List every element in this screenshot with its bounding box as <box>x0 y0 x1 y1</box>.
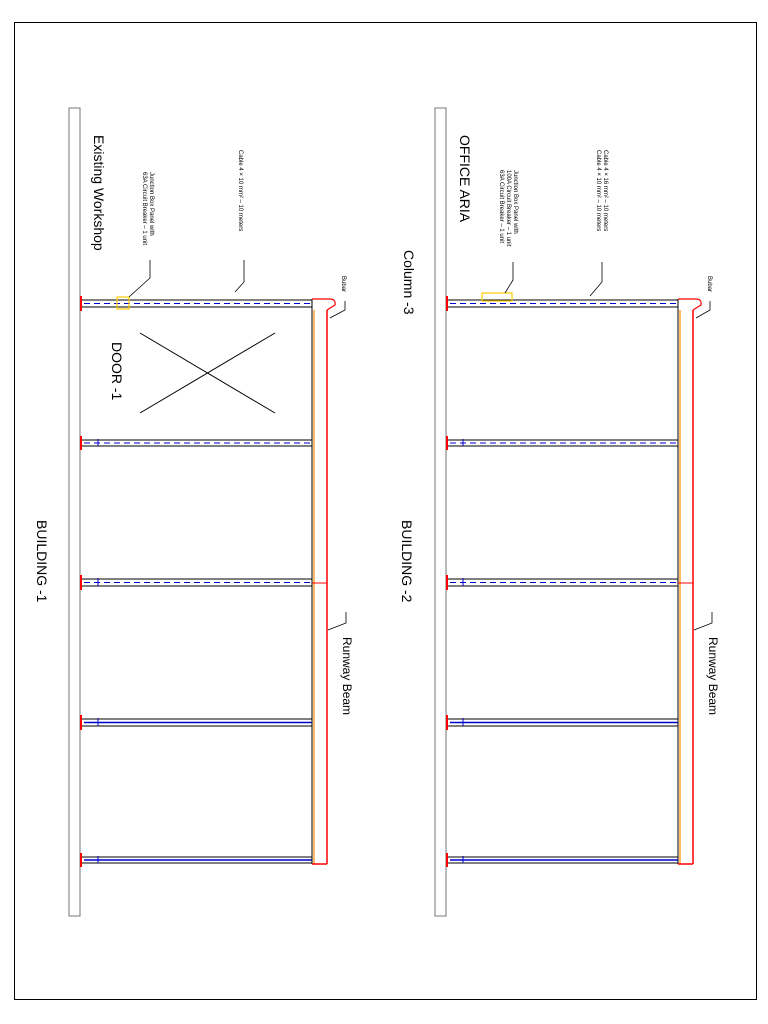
building-2-runway-label: Runway Beam <box>706 637 720 715</box>
building-1-jb-line-1: Junction Box Panel with <box>148 172 154 236</box>
building-2-column-1 <box>446 296 678 311</box>
building-2-column-2 <box>446 436 678 450</box>
building-2-column-4 <box>446 715 678 730</box>
building-1-column-1 <box>80 296 312 311</box>
building-1-name: BUILDING -1 <box>34 520 50 603</box>
building-1-door <box>139 332 276 414</box>
building-1-slab <box>68 107 81 917</box>
building-1-runway-label: Runway Beam <box>340 637 354 715</box>
building-2-jb-leader <box>504 262 514 294</box>
building-2-cable-note-1: Cable 4 × 16 mm² – 10 meters <box>602 150 608 231</box>
building-2-runway-beam <box>677 298 702 865</box>
building-2-slab <box>434 107 447 917</box>
building-1-area-label: Existing Workshop <box>91 135 107 251</box>
building-2-column-5 <box>446 853 678 867</box>
building-1-jb-leader <box>128 260 151 298</box>
building-2-name: BUILDING -2 <box>399 520 415 603</box>
building-1-runway-beam <box>311 298 336 865</box>
building-1-column-4 <box>80 715 312 730</box>
building-2-jb-line-1: Junction Box Panel with <box>512 170 518 234</box>
building-2-bubar-label: Bubar <box>706 276 712 292</box>
building-1-cable-note: Cable 4 × 10 mm² – 10 meters <box>237 150 243 231</box>
building-2-column-3 <box>446 575 678 590</box>
building-1-column-5 <box>80 853 312 867</box>
building-1-jb-line-2: 63A Circuit Breaker – 1 unit <box>141 172 147 245</box>
building-1-cable-leader <box>234 260 245 293</box>
building-2-column-label: Column -3 <box>401 250 417 315</box>
building-1-column-2 <box>80 436 312 450</box>
building-2-bubar-leader <box>695 301 711 319</box>
building-2-area-label: OFFICE ARIA <box>457 135 473 223</box>
building-2-jb-line-3: 63A Circuit Breaker – 1 unit <box>498 170 504 243</box>
building-2-junction-box <box>481 292 513 302</box>
building-2-jb-line-2: 100A Circuit Breaker – 1 unit <box>505 170 511 247</box>
building-2-runway-leader <box>693 612 713 631</box>
building-2-cable-note-2: Cable 4 × 10 mm² – 10 meters <box>595 150 601 231</box>
building-2-cable-leader <box>589 262 603 297</box>
building-1-door-label: DOOR -1 <box>109 342 125 401</box>
building-2-elevation: OFFICE ARIA Column -3 BUILDING -2 Cable … <box>399 107 720 917</box>
drawing-frame <box>14 22 757 1000</box>
building-1-runway-leader <box>327 612 347 631</box>
building-1-bubar-leader <box>329 301 346 319</box>
building-1-junction-box <box>116 296 130 310</box>
building-1-bubar-label: Bubar <box>340 276 346 292</box>
building-1-elevation: Existing Workshop DOOR -1 BUILDING -1 Ca… <box>34 107 354 917</box>
building-1-column-3 <box>80 575 312 590</box>
